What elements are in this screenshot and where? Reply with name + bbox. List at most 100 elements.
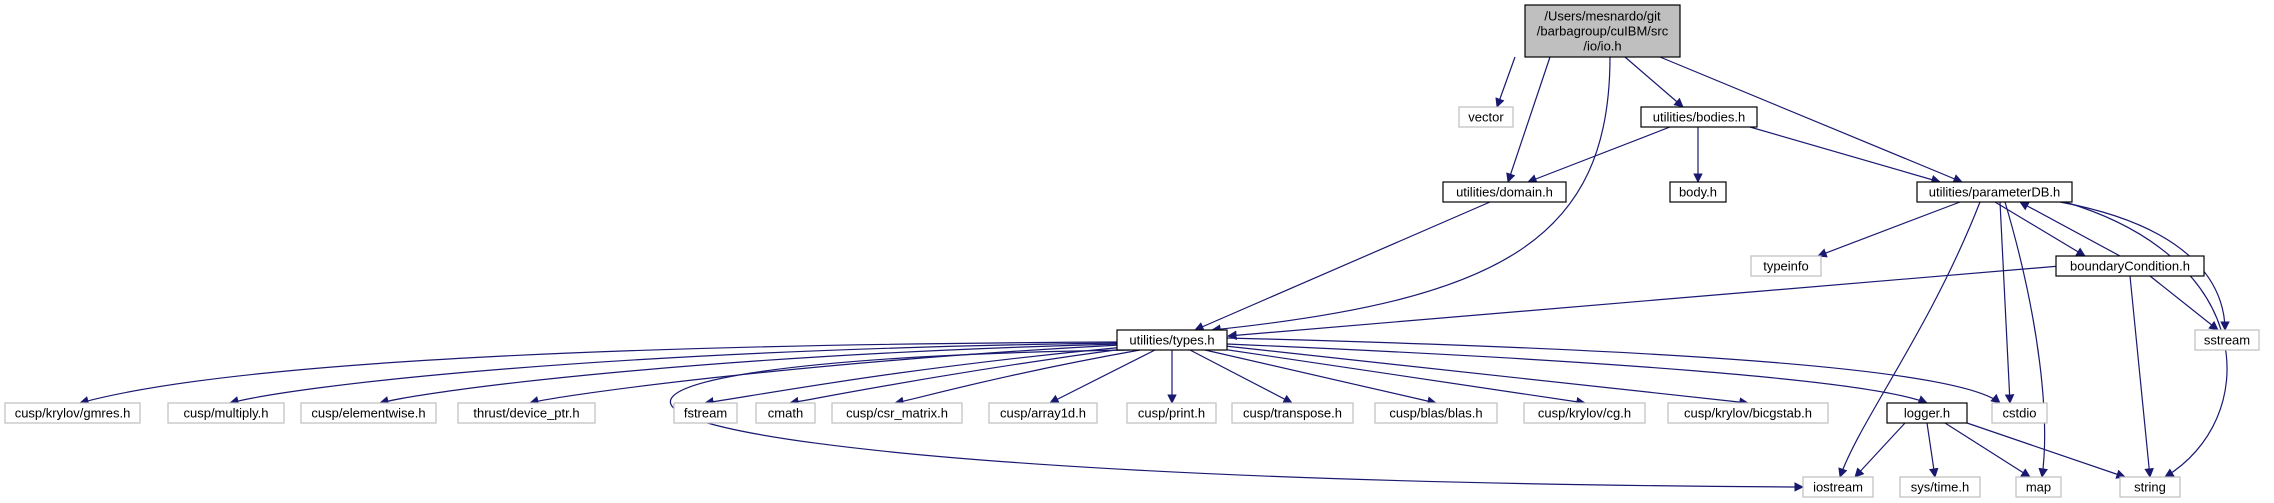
node-box (1442, 181, 1567, 203)
node-label: logger.h (1904, 406, 1950, 421)
node-box (4, 402, 141, 424)
edge-bodies-to-paramdb (1749, 126, 1941, 185)
node-bicgstab: cusp/krylov/bicgstab.h (1667, 402, 1829, 424)
node-label: cusp/elementwise.h (311, 406, 425, 421)
edge-types-to-fstream (704, 346, 1126, 407)
node-box (1750, 255, 1822, 277)
node-paramdb[interactable]: utilities/parameterDB.h (1916, 181, 2073, 203)
edge-logger-to-map (1944, 422, 2031, 478)
node-box (1886, 402, 1968, 424)
edge-io-to-paramdb (1659, 56, 1963, 184)
node-label: cusp/csr_matrix.h (846, 406, 948, 421)
node-box (1523, 402, 1646, 424)
node-systime: sys/time.h (1899, 476, 1981, 498)
edge-types-to-multiply (229, 342, 1121, 406)
node-label: utilities/parameterDB.h (1929, 185, 2061, 200)
node-cstdio: cstdio (1991, 402, 2048, 424)
node-box (300, 402, 437, 424)
edge-io-to-types (1211, 56, 1611, 334)
edge-bc-to-sstream (2149, 275, 2219, 331)
node-typeinfo: typeinfo (1750, 255, 1822, 277)
node-box (1640, 106, 1758, 128)
node-label: string (2134, 480, 2166, 495)
node-string: string (2119, 476, 2181, 498)
node-bodies[interactable]: utilities/bodies.h (1640, 106, 1758, 128)
nodes-layer: /Users/mesnardo/git/barbagroup/cuIBM/src… (4, 4, 2260, 498)
edge-logger-to-iostream (1854, 422, 1906, 478)
node-devptr: thrust/device_ptr.h (457, 402, 596, 424)
node-label: cusp/array1d.h (1000, 406, 1086, 421)
node-gmres: cusp/krylov/gmres.h (4, 402, 141, 424)
node-map: map (2015, 476, 2062, 498)
node-box (1899, 476, 1981, 498)
edge-paramdb-to-iostream (1838, 201, 1981, 478)
node-label: utilities/bodies.h (1653, 110, 1746, 125)
node-label: cusp/print.h (1138, 406, 1205, 421)
node-box (988, 402, 1098, 424)
node-cmath: cmath (755, 402, 816, 424)
edge-types-to-array1d (1049, 349, 1156, 404)
node-box (1524, 4, 1681, 58)
node-box (2119, 476, 2181, 498)
edge-paramdb-to-bc (1994, 201, 2086, 257)
node-label: sys/time.h (1911, 480, 1970, 495)
node-box (1458, 106, 1514, 128)
node-box (457, 402, 596, 424)
node-iostream: iostream (1802, 476, 1874, 498)
edge-bc-to-types (1227, 265, 2061, 341)
node-label: utilities/domain.h (1456, 185, 1553, 200)
node-box (1669, 181, 1727, 203)
node-print: cusp/print.h (1126, 402, 1217, 424)
node-elementwise: cusp/elementwise.h (300, 402, 437, 424)
edge-bc-to-string (2129, 275, 2154, 478)
node-label: cusp/blas/blas.h (1389, 406, 1482, 421)
node-transpose: cusp/transpose.h (1231, 402, 1354, 424)
edge-paramdb-to-map (2004, 201, 2048, 478)
node-label: cusp/krylov/gmres.h (15, 406, 131, 421)
node-label: /Users/mesnardo/git (1544, 9, 1661, 24)
node-box (1374, 402, 1498, 424)
edge-paramdb-to-cstdio (1999, 201, 2015, 404)
edge-types-to-logger (1226, 343, 1928, 405)
edge-io-to-domain (1506, 56, 1551, 183)
node-label: cusp/krylov/bicgstab.h (1684, 406, 1812, 421)
node-io[interactable]: /Users/mesnardo/git/barbagroup/cuIBM/src… (1524, 4, 1681, 58)
node-multiply: cusp/multiply.h (167, 402, 285, 424)
node-domain[interactable]: utilities/domain.h (1442, 181, 1567, 203)
node-label: utilities/types.h (1129, 333, 1214, 348)
node-label: /barbagroup/cuIBM/src (1537, 24, 1669, 39)
edge-logger-to-systime (1926, 422, 1939, 478)
node-box (2194, 329, 2260, 351)
edge-logger-to-string (1966, 422, 2126, 479)
edge-types-to-cstdio (1226, 337, 2001, 404)
node-bc[interactable]: boundaryCondition.h (2055, 255, 2205, 277)
node-label: vector (1468, 110, 1504, 125)
edge-types-to-cg (1214, 347, 1586, 407)
node-types[interactable]: utilities/types.h (1116, 329, 1228, 351)
edge-types-to-cmath (789, 347, 1131, 407)
node-csr: cusp/csr_matrix.h (831, 402, 963, 424)
edge-io-to-vector (1495, 56, 1516, 108)
node-label: cmath (768, 406, 803, 421)
node-label: cusp/transpose.h (1243, 406, 1342, 421)
node-label: iostream (1813, 480, 1863, 495)
edge-types-to-elementwise (379, 343, 1121, 406)
edge-bodies-to-domain (1527, 126, 1671, 184)
node-label: thrust/device_ptr.h (473, 406, 579, 421)
node-box (2015, 476, 2062, 498)
edge-paramdb-to-typeinfo (1817, 201, 1961, 258)
node-logger[interactable]: logger.h (1886, 402, 1968, 424)
node-label: /io/io.h (1583, 39, 1621, 54)
node-label: cstdio (2003, 406, 2037, 421)
node-label: cusp/multiply.h (183, 406, 268, 421)
edge-types-to-devptr (529, 344, 1121, 406)
edges-layer (79, 56, 2230, 492)
edge-domain-to-types (1194, 201, 1491, 331)
node-label: body.h (1679, 185, 1717, 200)
node-fstream: fstream (673, 402, 738, 424)
node-box (1991, 402, 2048, 424)
node-box (1802, 476, 1874, 498)
edge-io-to-bodies (1624, 56, 1684, 108)
node-body[interactable]: body.h (1669, 181, 1727, 203)
